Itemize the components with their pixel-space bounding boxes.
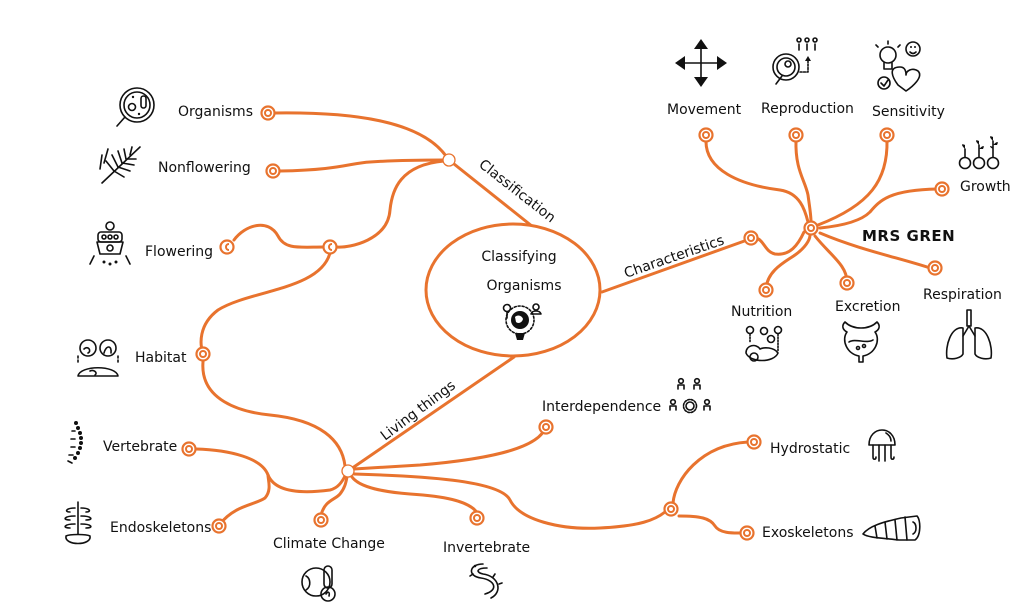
living-things-hub[interactable]	[341, 464, 355, 478]
branch-reproduction	[794, 138, 813, 224]
label-exoskeletons: Exoskeletons	[762, 525, 854, 541]
node-sensitivity[interactable]	[879, 127, 895, 143]
node-reproduction[interactable]	[788, 127, 804, 143]
branch-organisms	[273, 111, 448, 158]
spine-icon	[67, 421, 83, 464]
label-growth: Growth	[960, 179, 1011, 195]
label-vertebrate: Vertebrate	[103, 439, 177, 455]
label-reproduction: Reproduction	[761, 101, 854, 117]
branch-characteristics-link	[754, 230, 806, 256]
label-nutrition: Nutrition	[731, 304, 792, 320]
label-interdependence: Interdependence	[542, 399, 661, 415]
branch-flowering-hub	[335, 159, 446, 249]
fern-icon	[99, 146, 141, 184]
branch-habitat-lower	[201, 360, 347, 468]
nutrition-icon	[745, 325, 783, 362]
branch-respiration	[818, 231, 932, 270]
node-respiration[interactable]	[927, 260, 943, 276]
node-exoskeletons[interactable]	[739, 525, 755, 541]
node-characteristics[interactable]	[743, 230, 759, 246]
label-habitat: Habitat	[135, 350, 187, 366]
node-hydrostatic[interactable]	[746, 434, 762, 450]
node-organisms[interactable]	[260, 105, 276, 121]
thermometer-globe-icon	[301, 565, 336, 602]
label-sensitivity: Sensitivity	[872, 104, 945, 120]
node-flowering[interactable]	[219, 239, 235, 255]
mrs-gren-title: MRS GREN	[862, 227, 955, 245]
label-organisms: Organisms	[178, 104, 253, 120]
living-things-label: Living things	[378, 378, 459, 445]
jellyfish-icon	[868, 429, 896, 462]
label-movement: Movement	[667, 102, 742, 118]
node-movement[interactable]	[698, 127, 714, 143]
branch-vertebrate	[194, 447, 347, 494]
node-vertebrate[interactable]	[181, 441, 197, 457]
branch-growth	[818, 187, 939, 230]
branch-nonflowering	[278, 158, 446, 173]
label-respiration: Respiration	[923, 287, 1002, 303]
branch-nutrition	[764, 233, 812, 290]
node-excretion[interactable]	[839, 275, 855, 291]
globe-ecology-icon	[502, 303, 542, 340]
central-title-line1: Classifying	[481, 249, 556, 265]
label-endoskeletons: Endoskeletons	[110, 520, 211, 536]
people-network-icon	[669, 377, 711, 414]
flower-pot-icon	[89, 221, 131, 266]
central-topic-outline[interactable]	[424, 222, 602, 358]
habitat-icon	[77, 339, 119, 377]
node-habitat[interactable]	[195, 346, 211, 362]
node-climate-change[interactable]	[313, 512, 329, 528]
label-flowering: Flowering	[145, 244, 213, 260]
branch-endoskeletons	[218, 473, 271, 526]
characteristics-connector	[600, 237, 752, 294]
branch-hydrostatic	[671, 440, 750, 505]
label-hydrostatic: Hydrostatic	[770, 441, 850, 457]
node-growth[interactable]	[934, 181, 950, 197]
microscope-petri-icon	[116, 87, 155, 127]
branch-exoskeletons	[677, 514, 744, 535]
branch-invertebrate	[350, 475, 480, 516]
node-endoskeletons[interactable]	[211, 518, 227, 534]
node-mrs-gren-hub[interactable]	[803, 220, 819, 236]
branch-exo-hub	[352, 472, 667, 530]
node-nonflowering[interactable]	[265, 163, 281, 179]
sensitivity-icon	[875, 40, 921, 92]
living-things-connector	[346, 355, 516, 473]
node-interdependence[interactable]	[538, 419, 554, 435]
growth-plants-icon	[958, 136, 1000, 170]
classification-hub[interactable]	[442, 153, 456, 167]
central-title-line2: Organisms	[487, 278, 562, 294]
branch-habitat-upper	[199, 251, 332, 355]
shell-icon	[862, 515, 921, 541]
node-invertebrate[interactable]	[469, 510, 485, 526]
bladder-icon	[842, 321, 880, 363]
branch-climate	[319, 475, 349, 517]
branch-flowering	[232, 223, 326, 249]
lungs-icon	[945, 309, 993, 360]
worm-icon	[469, 563, 503, 599]
characteristics-label: Characteristics	[622, 233, 726, 282]
node-flowering-hub[interactable]	[322, 239, 338, 255]
move-arrows-icon	[675, 39, 727, 87]
node-nutrition[interactable]	[758, 282, 774, 298]
label-climate-change: Climate Change	[273, 536, 385, 552]
label-invertebrate: Invertebrate	[443, 540, 530, 556]
branch-interdependence	[352, 424, 548, 471]
reproduction-icon	[772, 37, 818, 85]
label-nonflowering: Nonflowering	[158, 160, 251, 176]
label-excretion: Excretion	[835, 299, 900, 315]
node-exo-hub[interactable]	[663, 501, 679, 517]
branch-movement	[704, 138, 810, 224]
branch-sensitivity	[816, 138, 889, 227]
ribcage-icon	[64, 501, 92, 545]
